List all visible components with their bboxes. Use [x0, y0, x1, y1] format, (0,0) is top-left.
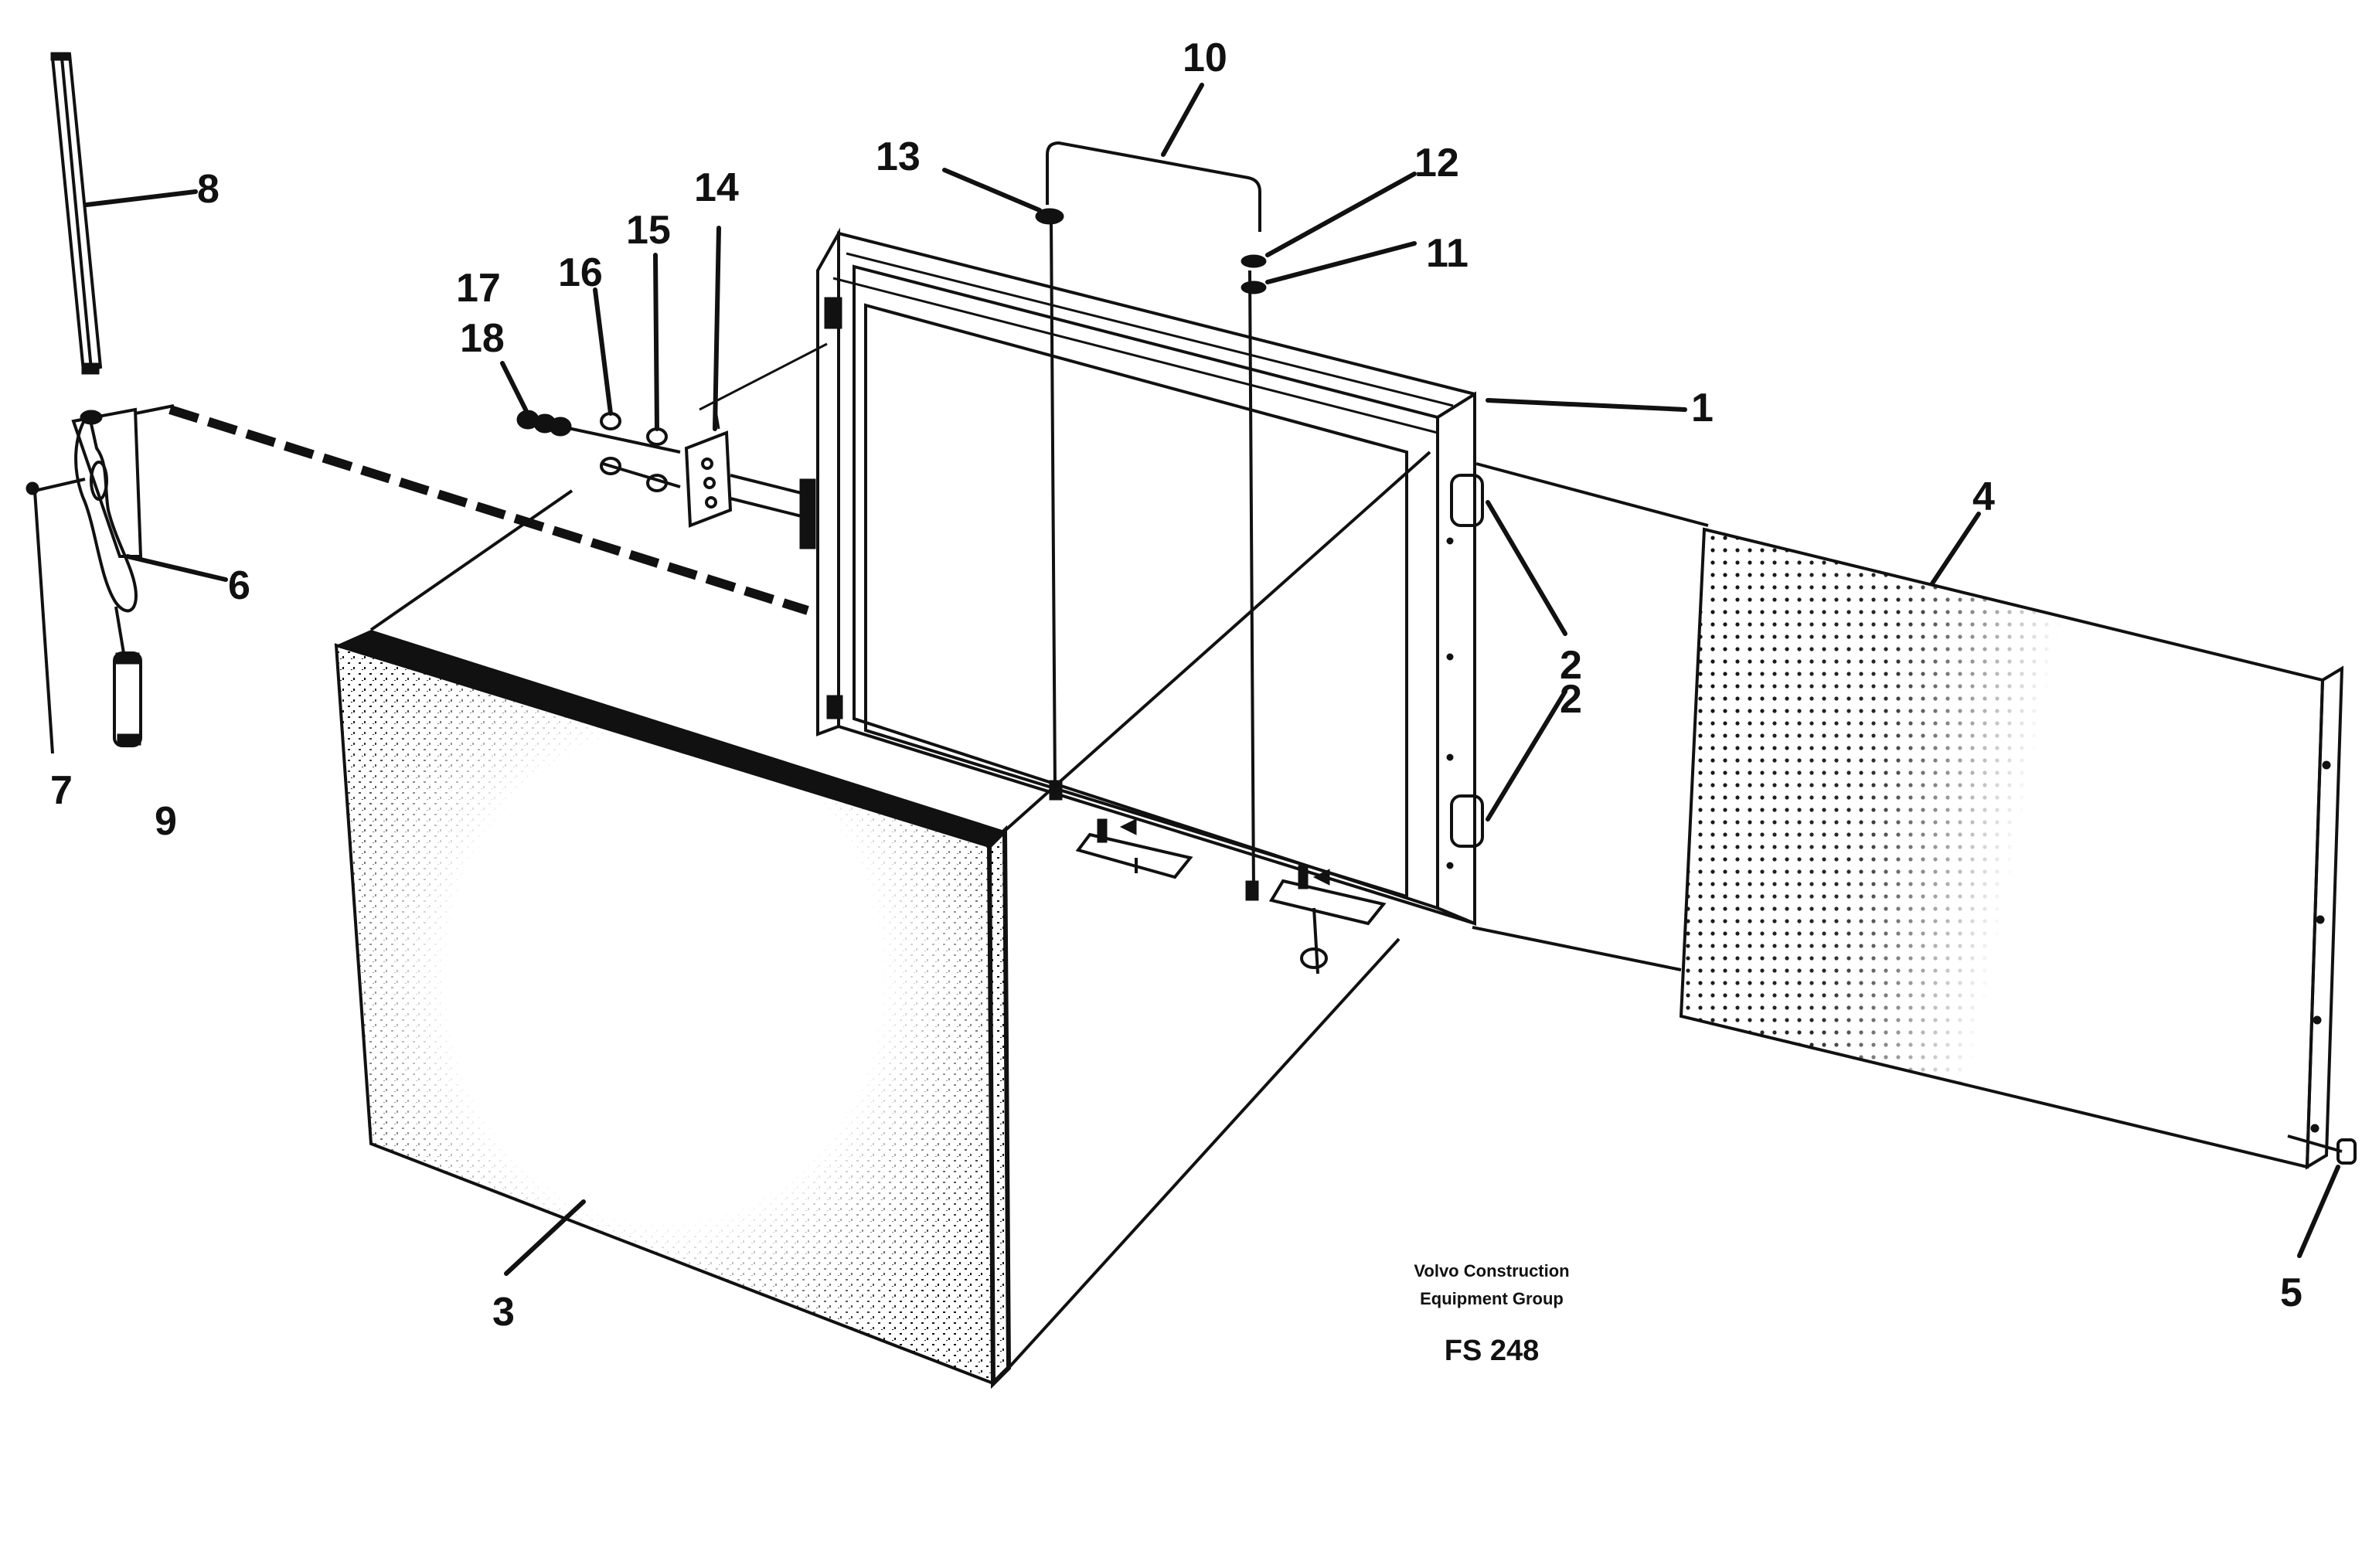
latch-bracket: [684, 342, 828, 528]
latch-body: [71, 404, 175, 613]
assembly-path-dashed: [168, 405, 809, 615]
bottom-brackets: [1075, 818, 1387, 974]
callout-11: 11: [1426, 231, 1469, 276]
caption-company-line1: Volvo Construction: [1414, 1261, 1569, 1281]
callout-2-lower: 2: [1560, 677, 1582, 722]
callout-7: 7: [50, 768, 73, 813]
callout-17: 17: [456, 266, 501, 311]
callout-15: 15: [626, 208, 671, 253]
callout-8: 8: [197, 167, 220, 212]
callout-10: 10: [1183, 36, 1227, 80]
callout-9: 9: [155, 799, 177, 844]
radiator-core: [334, 451, 1431, 1389]
caption-company-line2: Equipment Group: [1420, 1289, 1564, 1308]
callout-3: 3: [492, 1290, 515, 1335]
callout-14: 14: [694, 165, 739, 210]
callout-6: 6: [228, 563, 250, 608]
mounting-clip-lower: [1450, 794, 1484, 848]
latch-rod-upper: [50, 52, 103, 375]
caption-figure-code: FS 248: [1445, 1335, 1540, 1367]
bolt-set: [516, 410, 681, 492]
callout-12: 12: [1414, 141, 1459, 185]
callout-13: 13: [876, 134, 921, 179]
callout-4: 4: [1972, 474, 1995, 519]
callout-1: 1: [1691, 386, 1714, 430]
callout-labels: 1 2 2 3 4 5 6 7 8 9 10 11 12 13 14 15 16…: [50, 36, 2302, 1335]
radiator-frame: [799, 227, 1476, 926]
callout-18: 18: [460, 316, 505, 361]
callout-2-upper: 2: [1560, 643, 1582, 688]
lifting-handle: [1035, 141, 1267, 901]
callout-5: 5: [2280, 1270, 2302, 1315]
diagram-caption: Volvo Construction Equipment Group FS 24…: [1414, 1261, 1569, 1367]
screen-bolt: [2287, 1134, 2357, 1165]
leader-lines: [84, 83, 2340, 1276]
latch-pin: [26, 478, 86, 754]
mounting-clip-upper: [1450, 474, 1484, 527]
latch-rod-lower: [113, 606, 142, 747]
callout-16: 16: [558, 250, 603, 295]
side-mesh-screen: [1472, 462, 2344, 1170]
